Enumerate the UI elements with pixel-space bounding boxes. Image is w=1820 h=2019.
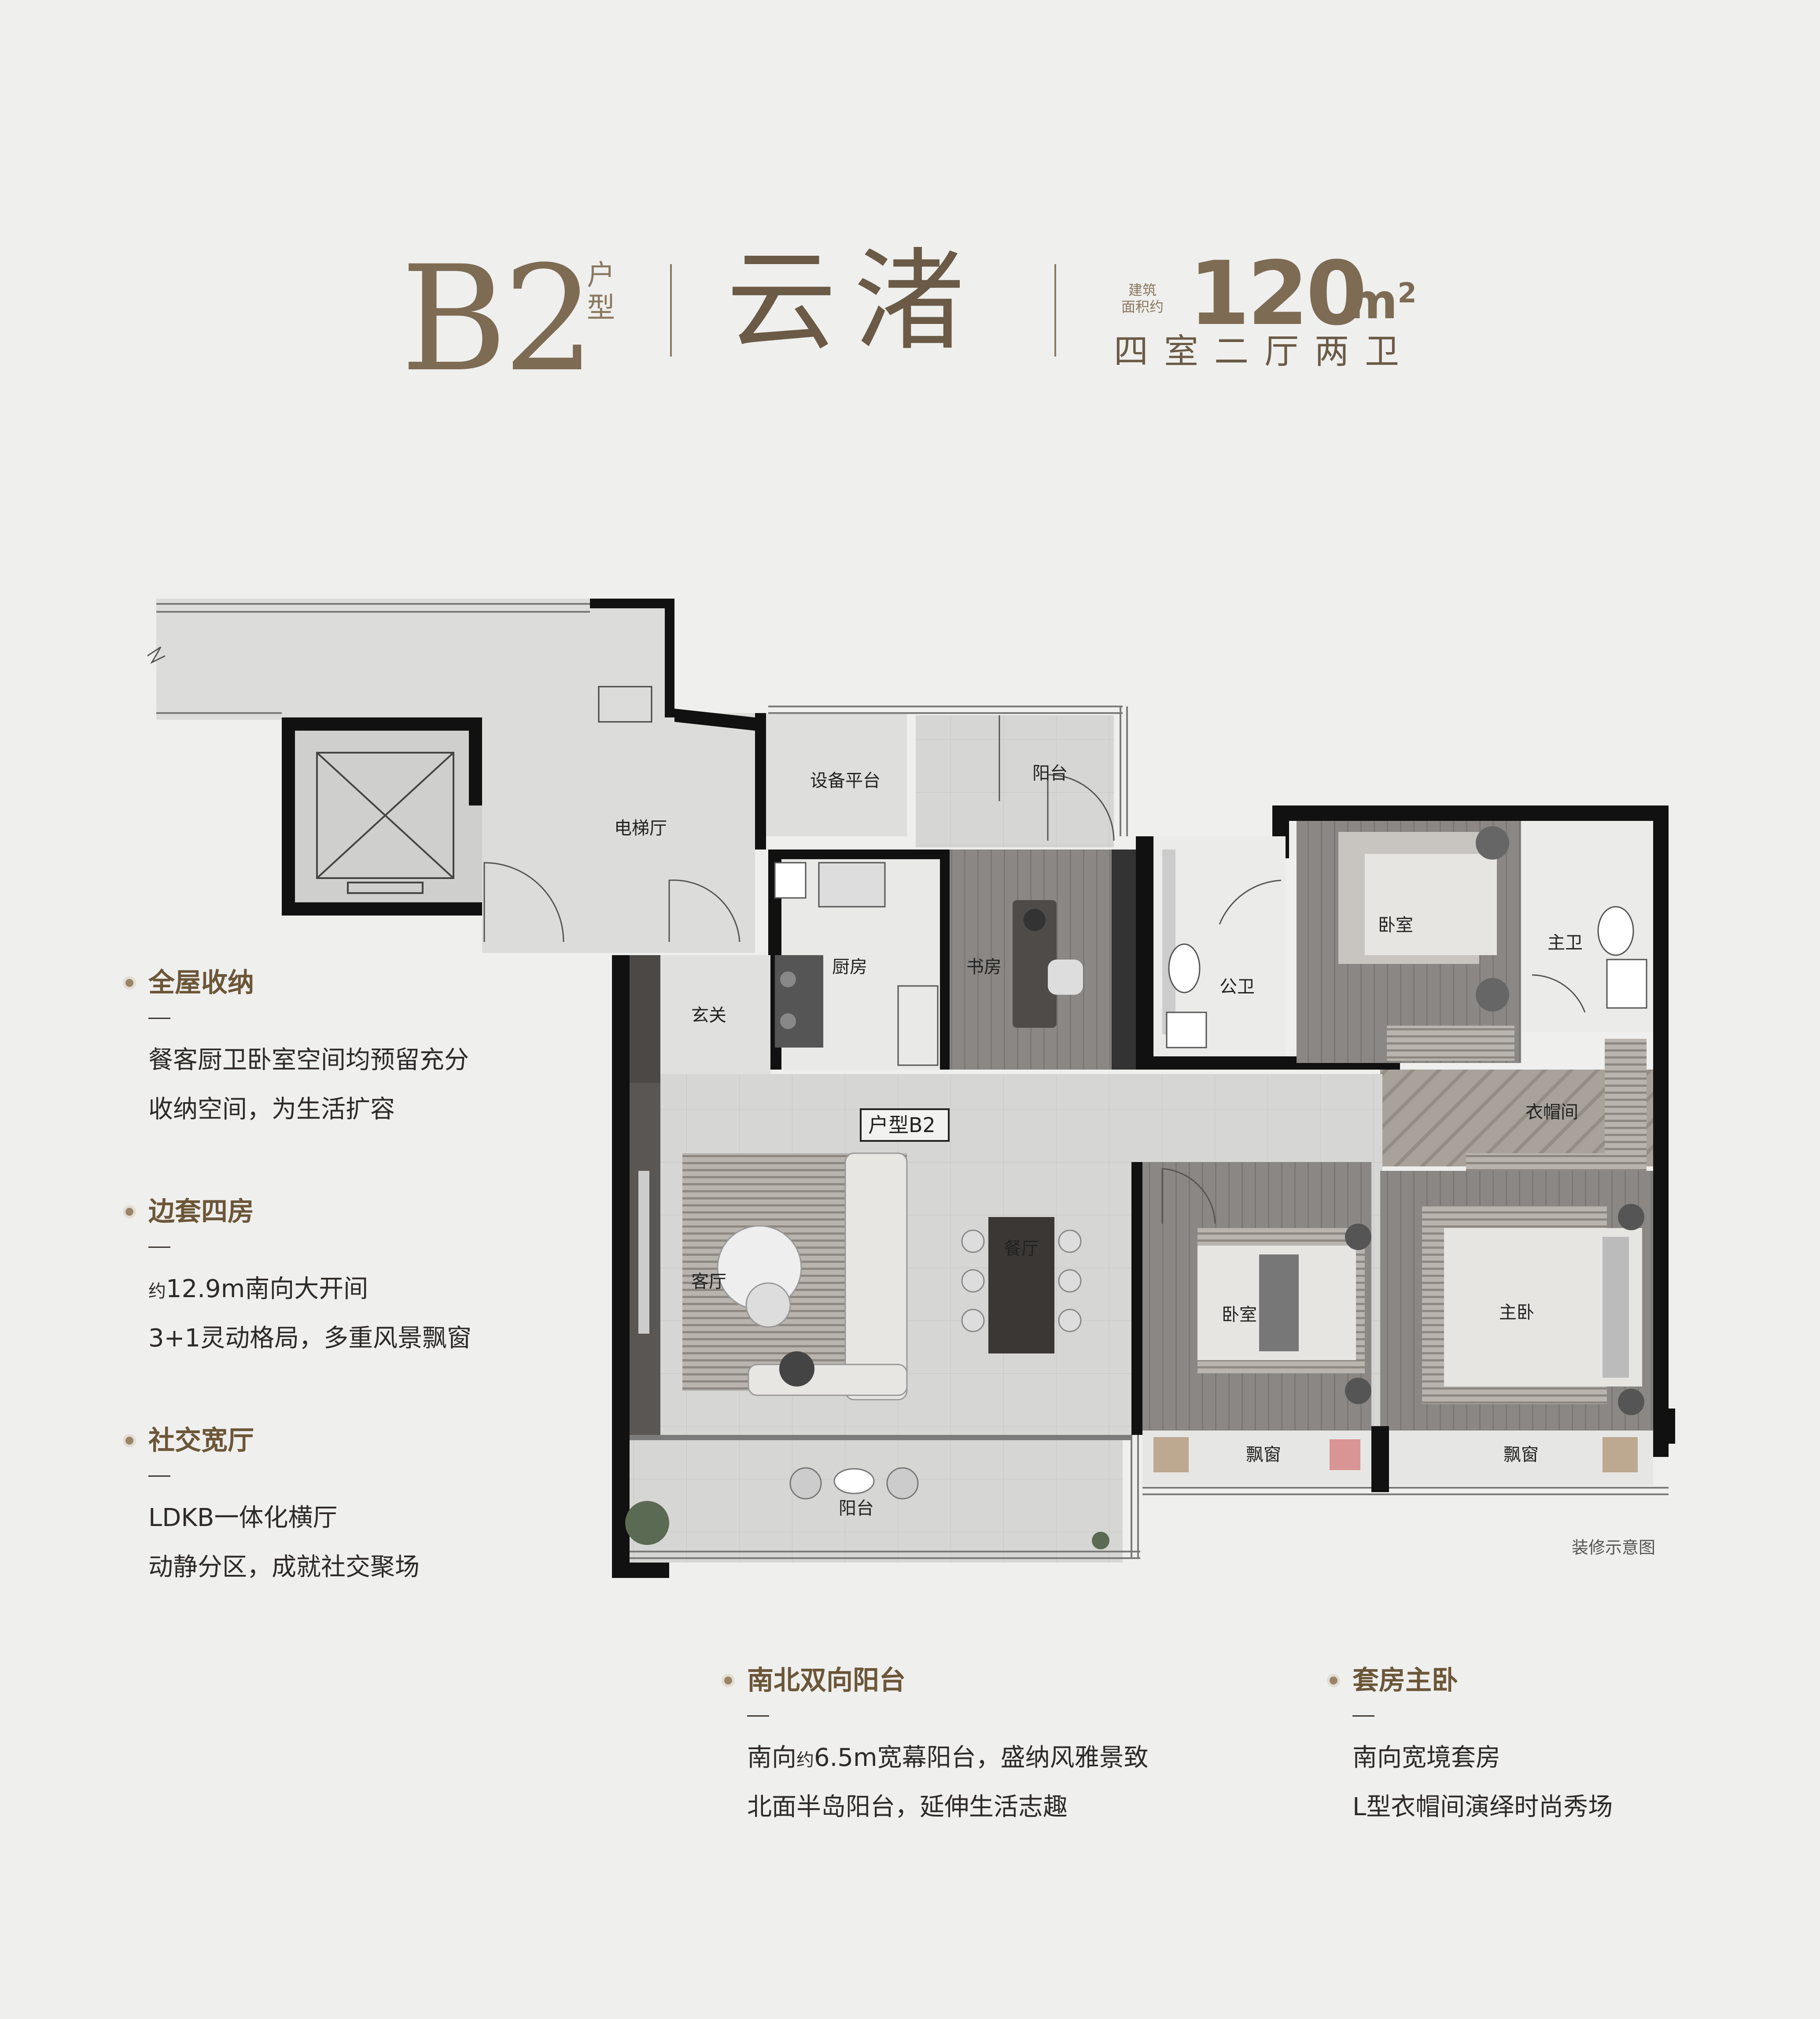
room-label-walk-in-closet: 衣帽间 [1525,1102,1578,1122]
feature-line: 北面半岛阳台，延伸生活志趣 [747,1793,1068,1821]
feature-rule [148,1475,170,1477]
feature-title: 边套四房 [148,1196,254,1227]
unit-code-label: 户型 [587,259,615,324]
render-note: 装修示意图 [1572,1538,1656,1557]
area-unit-base: m [1347,273,1398,330]
feature-rule [148,1247,170,1248]
master-bath [1521,821,1653,1032]
room-label-bay-window-1: 飘窗 [1246,1445,1281,1465]
room-label-north-balcony: 阳台 [1032,763,1068,783]
area-unit-sup: 2 [1397,277,1417,309]
room-label-master-bath: 主卫 [1547,933,1583,953]
equipment-platform [766,713,907,836]
feature-line-prefix: 约 [148,1281,166,1302]
feature-title: 全屋收纳 [148,967,254,998]
bullet-icon [125,1208,133,1216]
bay-window [1142,1426,1669,1495]
unit-tag-box [860,1108,950,1142]
area-caption-line: 建筑 [1128,282,1157,298]
room-label-dining-room: 餐厅 [1004,1239,1039,1259]
feature-rule [148,1018,170,1019]
corridor-walkway [147,599,590,720]
bedroom-north [1297,821,1521,1063]
exterior-walls [612,713,1675,1578]
feature-title: 南北双向阳台 [747,1665,906,1696]
feature-title: 套房主卧 [1352,1665,1458,1696]
room-label-living-room: 客厅 [691,1272,726,1292]
area-unit: m2 [1347,277,1417,326]
unit-tag: 户型B2 [868,1113,936,1137]
room-label-public-bath: 公卫 [1219,977,1255,997]
bullet-icon [125,979,133,987]
feature-line: 南向约6.5m宽幕阳台，盛纳风雅景致 [747,1744,1149,1772]
study [940,850,1136,1070]
feature-line-small: 约 [796,1750,814,1770]
feature-line: 约12.9m南向大开间 [148,1276,368,1303]
room-label-south-balcony: 阳台 [839,1498,874,1519]
feature-line: 动静分区，成就社交聚场 [148,1553,420,1581]
feature-rule [1352,1715,1374,1717]
project-name: 云渚 [726,237,982,365]
room-label-master-bedroom: 主卧 [1499,1302,1534,1323]
layout-description: 四室二厅两卫 [1114,332,1415,371]
feature-line: 收纳空间，为生活扩容 [148,1095,395,1124]
room-label-equipment-platform: 设备平台 [810,771,881,791]
feature-title: 社交宽厅 [148,1425,254,1456]
area-caption: 建筑 面积约 [1116,282,1169,316]
feature-line-text: 南向 [747,1743,796,1772]
feature-line: 3+1灵动格局，多重风景飘窗 [148,1324,472,1353]
room-label-bedroom-south: 卧室 [1222,1305,1257,1325]
master-bedroom [1380,1171,1653,1435]
bullet-icon [724,1677,732,1684]
room-label-study: 书房 [966,957,1002,977]
public-bath [1153,836,1286,1056]
north-balcony [768,706,1128,847]
room-label-bedroom-north: 卧室 [1378,915,1413,935]
unit-code: B2 [401,235,595,404]
south-balcony [625,1435,1140,1563]
feature-line: 南向宽境套房 [1352,1743,1500,1772]
bullet-icon [125,1437,133,1445]
area-value: 120 [1189,243,1367,345]
bullet-icon [1330,1677,1337,1684]
feature-line: L型衣帽间演绎时尚秀场 [1352,1793,1613,1821]
elevator-hall [482,599,755,953]
feature-line: 餐客厨卫卧室空间均预留充分 [148,1046,469,1074]
feature-rule [747,1715,769,1717]
room-label-kitchen: 厨房 [832,957,867,977]
elevator-shaft [282,717,482,916]
area-caption-line: 面积约 [1121,298,1164,316]
header-divider [1054,264,1056,357]
bedroom-south [1131,1162,1371,1435]
feature-line-text: 6.5m宽幕阳台，盛纳风雅景致 [814,1743,1149,1772]
room-label-bay-window-2: 飘窗 [1503,1445,1539,1465]
header-divider [670,264,672,357]
room-label-elevator-hall: 电梯厅 [614,818,667,838]
room-label-foyer: 玄关 [691,1005,726,1026]
feature-line-text: 12.9m南向大开间 [166,1275,368,1303]
foyer [630,955,770,1083]
walk-in-closet [1380,1039,1653,1188]
feature-line: LDKB一体化横厅 [148,1504,338,1532]
